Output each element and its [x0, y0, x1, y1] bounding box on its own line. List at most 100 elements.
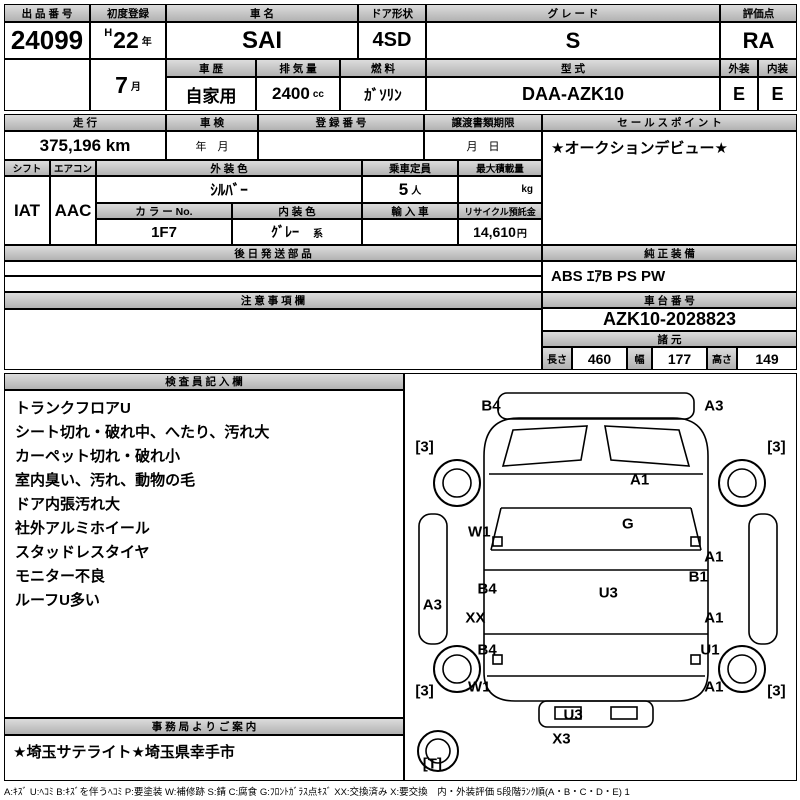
damage-marker: B4 [477, 580, 497, 598]
first-registration-label: 初度登録 [90, 4, 166, 22]
registration-number-label: 登 録 番 号 [258, 114, 424, 131]
mileage-label: 走 行 [4, 114, 166, 131]
car-history-value: 自家用 [166, 77, 256, 111]
grade-label: グ レ ー ド [426, 4, 720, 22]
height-value: 149 [737, 347, 797, 370]
fuel-label: 燃 料 [340, 59, 426, 77]
caution-label: 注 意 事 項 欄 [4, 292, 542, 309]
max-load-value: kg [458, 176, 542, 203]
length-label: 長さ [542, 347, 572, 370]
inspector-note: カーペット切れ・破れ小 [15, 448, 181, 465]
later-parts-row-1 [4, 261, 542, 276]
capacity-number: 5 [398, 179, 409, 199]
shaken-value: 年 月 [166, 131, 258, 160]
damage-marker: B4 [477, 641, 497, 659]
recycle-deposit-unit: 円 [516, 228, 527, 240]
capacity-label: 乗車定員 [362, 160, 458, 176]
car-name-value: SAI [166, 22, 358, 59]
score-value: RA [720, 22, 797, 59]
import-car-value [362, 219, 458, 245]
inspector-note: スタッドレスタイヤ [15, 544, 150, 561]
mileage-value: 375,196 km [4, 131, 166, 160]
reg-year: 22 [113, 27, 139, 53]
interior-color-label: 内 装 色 [232, 203, 362, 219]
max-load-unit: kg [521, 184, 533, 195]
interior-grade-value: E [758, 77, 797, 111]
aircon-label: エアコン [50, 160, 96, 176]
max-load-label: 最大積載量 [458, 160, 542, 176]
inspector-note: ドア内張汚れ大 [15, 496, 121, 513]
interior-grade-label: 内装 [758, 59, 797, 77]
office-info-value: ★埼玉サテライト★埼玉県幸手市 [4, 735, 404, 781]
office-info-label: 事 務 局 よ り ご 案 内 [4, 718, 404, 735]
damage-marker: U3 [563, 706, 583, 724]
later-parts-row-2 [4, 276, 542, 292]
damage-marker: [T] [422, 755, 442, 773]
interior-color-value: ｸﾞﾚｰ 系 [232, 219, 362, 245]
displacement-unit: cc [312, 88, 324, 100]
shaken-label: 車 検 [166, 114, 258, 131]
exterior-grade-value: E [720, 77, 758, 111]
displacement-label: 排 気 量 [256, 59, 340, 77]
recycle-deposit-number: 14,610 [473, 224, 516, 240]
car-outline-drawing [417, 392, 778, 772]
lot-number-label: 出 品 番 号 [4, 4, 90, 22]
registration-number-value [258, 131, 424, 160]
score-label: 評価点 [720, 4, 797, 22]
displacement-number: 2400 [272, 84, 310, 103]
lot-number-value: 24099 [4, 22, 90, 59]
reg-month-unit: 月 [130, 81, 141, 93]
damage-marker: B1 [688, 568, 708, 586]
interior-color-unit: 系 [313, 228, 323, 240]
inspector-note: シート切れ・破れ中、へたり、汚れ大 [15, 424, 270, 441]
damage-marker: U3 [598, 584, 618, 602]
width-value: 177 [652, 347, 707, 370]
later-parts-label: 後 日 発 送 部 品 [4, 245, 542, 261]
first-registration-month: 7 月 [90, 59, 166, 111]
exterior-color-label: 外 装 色 [96, 160, 362, 176]
specs-label: 諸 元 [542, 331, 797, 347]
damage-marker: A3 [704, 397, 724, 415]
width-label: 幅 [627, 347, 652, 370]
inspector-note: 室内臭い、汚れ、動物の毛 [15, 472, 196, 489]
damage-marker: [3] [767, 438, 786, 456]
capacity-value: 5 人 [362, 176, 458, 203]
car-name-label: 車 名 [166, 4, 358, 22]
equipment-label: 純 正 装 備 [542, 245, 797, 261]
car-history-label: 車 歴 [166, 59, 256, 77]
shift-label: シフト [4, 160, 50, 176]
damage-marker: [3] [415, 682, 434, 700]
damage-marker: U1 [700, 641, 720, 659]
inspector-notes-label: 検 査 員 記 入 欄 [4, 373, 404, 390]
length-value: 460 [572, 347, 627, 370]
legend-text: A:ｷｽﾞ U:ﾍｺﾐ B:ｷｽﾞを伴うﾍｺﾐ P:要塗装 W:補修跡 S:錆 … [4, 787, 630, 798]
interior-color-name: ｸﾞﾚｰ [271, 224, 299, 240]
damage-marker: A1 [630, 471, 650, 489]
exterior-color-value: ｼﾙﾊﾞｰ [96, 176, 362, 203]
grade-value: S [426, 22, 720, 59]
fuel-value: ｶﾞｿﾘﾝ [340, 77, 426, 111]
door-shape-value: 4SD [358, 22, 426, 59]
inspector-note: ルーフU多い [15, 592, 100, 609]
transfer-deadline-label: 譲渡書類期限 [424, 114, 542, 131]
damage-marker: B4 [481, 397, 501, 415]
chassis-number-value: AZK10-2028823 [542, 308, 797, 331]
sales-point-value: ★オークションデビュー★ [542, 131, 797, 245]
recycle-deposit-label: リサイクル預託金 [458, 203, 542, 219]
inspector-note: トランクフロアU [15, 400, 131, 417]
equipment-value: ABS ｴｱB PS PW [542, 261, 797, 292]
damage-marker: [3] [767, 682, 786, 700]
color-number-value: 1F7 [96, 219, 232, 245]
shift-value: IAT [4, 176, 50, 245]
height-label: 高さ [707, 347, 737, 370]
aircon-value: AAC [50, 176, 96, 245]
sales-point-label: セ ー ル ス ポ イ ン ト [542, 114, 797, 131]
capacity-unit: 人 [411, 186, 422, 197]
damage-marker: XX [465, 609, 486, 627]
damage-marker: G [622, 515, 634, 533]
color-number-label: カ ラ ー No. [96, 203, 232, 219]
damage-marker: X3 [552, 730, 571, 748]
damage-marker: W1 [468, 523, 491, 541]
lot-empty-cell [4, 59, 90, 111]
